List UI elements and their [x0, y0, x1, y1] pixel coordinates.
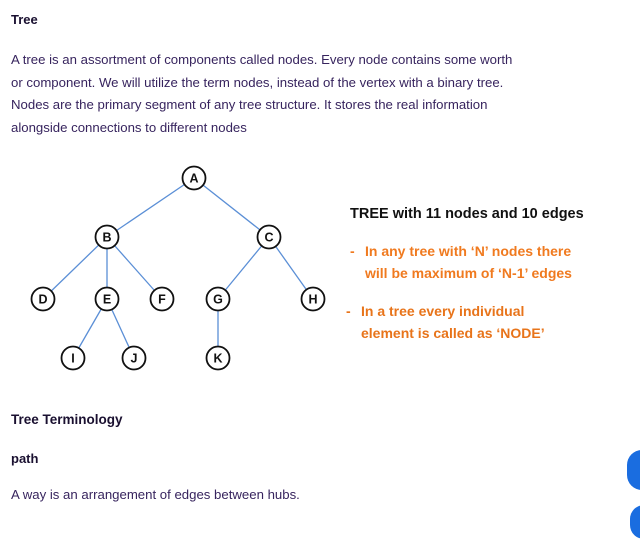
svg-text:E: E [103, 293, 111, 307]
floating-action-button[interactable] [630, 505, 640, 539]
bullet-line: -In any tree with ‘N’ nodes there [350, 240, 572, 262]
edge-a-b [106, 177, 195, 238]
edge-c-h [268, 236, 314, 300]
edge-b-d [42, 236, 108, 300]
svg-text:J: J [131, 352, 138, 366]
bullet-line: element is called as ‘NODE’ [361, 325, 545, 341]
bullet-node: -In a tree every individual element is c… [346, 300, 545, 344]
path-paragraph: A way is an arrangement of edges between… [11, 487, 300, 502]
bullet-dash: - [350, 243, 355, 259]
tree-node-i: I [60, 345, 86, 371]
svg-text:K: K [213, 352, 222, 366]
tree-node-e: E [94, 286, 120, 312]
tree-node-f: F [149, 286, 175, 312]
svg-text:A: A [189, 172, 198, 186]
svg-text:H: H [308, 293, 317, 307]
bullet-text: In a tree every individual [361, 303, 525, 319]
svg-text:G: G [213, 293, 223, 307]
floating-action-button[interactable] [627, 450, 640, 490]
svg-text:F: F [158, 293, 166, 307]
tree-node-d: D [30, 286, 56, 312]
bullet-line: will be maximum of ‘N-1’ edges [365, 265, 572, 281]
tree-node-j: J [121, 345, 147, 371]
bullet-edges: -In any tree with ‘N’ nodes there will b… [350, 240, 572, 284]
intro-line: Nodes are the primary segment of any tre… [11, 97, 488, 112]
edge-c-g [217, 236, 270, 300]
svg-text:D: D [38, 293, 47, 307]
tree-node-b: B [94, 224, 120, 250]
edge-a-c [193, 177, 270, 238]
section-heading-tree: Tree [11, 12, 38, 27]
intro-paragraph: A tree is an assortment of components ca… [11, 49, 611, 139]
svg-text:I: I [71, 352, 74, 366]
intro-line: or component. We will utilize the term n… [11, 74, 504, 90]
tree-terminology-heading: Tree Terminology [11, 412, 123, 427]
tree-node-a: A [181, 165, 207, 191]
intro-line: A tree is an assortment of components ca… [11, 52, 513, 67]
diagram-title: TREE with 11 nodes and 10 edges [350, 206, 584, 222]
path-heading: path [11, 451, 39, 466]
bullet-line: -In a tree every individual [346, 300, 545, 322]
tree-node-k: K [205, 345, 231, 371]
bullet-dash: - [346, 303, 351, 319]
tree-node-g: G [205, 286, 231, 312]
tree-node-h: H [300, 286, 326, 312]
svg-text:C: C [264, 231, 273, 245]
edge-b-f [106, 236, 163, 300]
bullet-text: In any tree with ‘N’ nodes there [365, 243, 572, 259]
tree-edges [42, 177, 314, 359]
tree-diagram: A B C D E F G H I J K [30, 165, 326, 371]
svg-text:B: B [102, 231, 111, 245]
tree-node-c: C [256, 224, 282, 250]
intro-line: alongside connections to different nodes [11, 119, 247, 135]
